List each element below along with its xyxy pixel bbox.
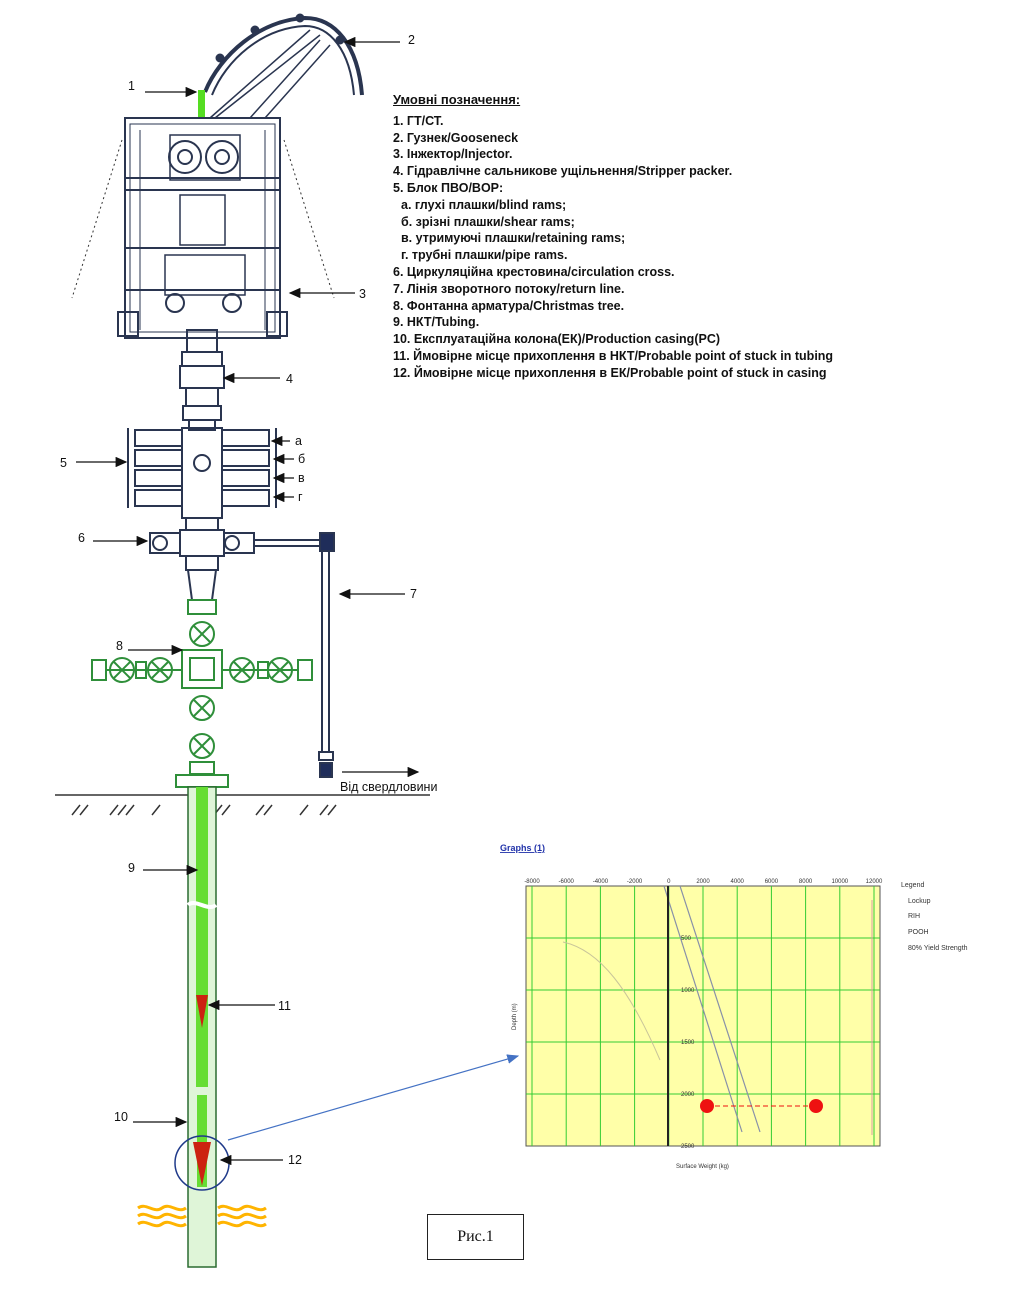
y-tick-labels: 500 1000 1500 2000 2500	[681, 936, 695, 1150]
legend-item-9: 9. НКТ/Tubing.	[393, 315, 480, 330]
ram-a-label: а	[295, 434, 302, 448]
legend-item-10: 10. Експлуатаційна колона(ЕК)/Production…	[393, 332, 721, 347]
christmas-tree	[91, 599, 313, 788]
x-tick-label: -2000	[627, 879, 643, 885]
legend-item-12: 12. Ймовірне місце прихоплення в ЕК/Prob…	[393, 365, 827, 380]
stuck-point-tubing	[196, 995, 208, 1028]
y-tick-label: 2500	[681, 1144, 695, 1150]
x-tick-label: 8000	[799, 879, 813, 885]
legend-item-2: 2. Гузнек/Gooseneck	[393, 130, 519, 145]
graphs-link[interactable]: Graphs (1)	[500, 843, 545, 853]
legend-item-1: 1. ГТ/СТ.	[393, 113, 444, 128]
x-tick-label: 2000	[696, 879, 710, 885]
return-line	[254, 532, 335, 778]
ram-v-label: в	[298, 471, 305, 485]
callout-arrows	[76, 36, 420, 1166]
graph-legend-rih: RIH	[908, 913, 920, 920]
x-tick-label: 12000	[866, 879, 883, 885]
x-tick-label: 6000	[765, 879, 779, 885]
x-tick-label: -8000	[524, 879, 540, 885]
marker-right	[809, 1099, 823, 1113]
graph-legend-pooh: POOH	[908, 929, 929, 936]
ram-g-label: г	[298, 490, 303, 504]
callout-2: 2	[408, 33, 415, 47]
ram-b-label: б	[298, 452, 305, 466]
curve-pooh	[679, 885, 761, 1133]
callout-9: 9	[128, 861, 135, 875]
legend-item-6: 6. Циркуляційна крестовина/circulation c…	[393, 264, 675, 279]
zoom-arrow	[227, 1054, 520, 1141]
graph-legend-title: Legend	[901, 882, 924, 889]
legend-item-5a: а. глухі плашки/blind rams;	[401, 197, 567, 212]
x-tick-labels: -8000 -6000 -4000 -2000 0 2000 4000 6000 8000 100…	[524, 879, 883, 885]
formation-flow	[137, 1204, 267, 1228]
callout-12: 12	[288, 1153, 302, 1167]
well-label: Від свердловини	[340, 780, 437, 794]
y-tick-label: 500	[681, 936, 692, 942]
callout-1: 1	[128, 79, 135, 93]
ground-line	[55, 794, 430, 816]
legend-item-3: 3. Інжектор/Injector.	[393, 147, 513, 162]
graph-legend-yield: 80% Yield Strength	[908, 945, 968, 952]
x-tick-label: -6000	[559, 879, 575, 885]
x-tick-label: 4000	[731, 879, 745, 885]
legend-item-8: 8. Фонтанна арматура/Christmas tree.	[393, 298, 625, 313]
curve-lockup	[562, 941, 661, 1061]
curve-rih	[663, 885, 743, 1133]
stuck-point-casing	[193, 1142, 211, 1186]
callout-10: 10	[114, 1110, 128, 1124]
injector	[117, 117, 288, 339]
x-tick-label: 10000	[831, 879, 848, 885]
callout-8: 8	[116, 639, 123, 653]
marker-left	[700, 1099, 714, 1113]
legend-item-5v: в. утримуючі плашки/retaining rams;	[401, 231, 626, 246]
callout-4: 4	[286, 372, 293, 386]
y-tick-label: 1000	[681, 988, 695, 994]
y-tick-label: 1500	[681, 1040, 695, 1046]
legend-item-5g: г. трубні плашки/pipe rams.	[401, 248, 568, 263]
plot-grid	[526, 886, 880, 1146]
callout-5: 5	[60, 456, 67, 470]
legend-item-5b: б. зрізні плашки/shear rams;	[401, 214, 575, 229]
legend-item-7: 7. Лінія зворотного потоку/return line.	[393, 281, 625, 296]
coiled-tubing	[198, 90, 205, 118]
gooseneck	[203, 13, 364, 119]
bop-stack	[127, 427, 277, 531]
inset-graph: Graphs (1) -8000 -6000 -4000 -2000 0 2000 4000…	[500, 843, 968, 1170]
legend-item-4: 4. Гідравлічне сальникове ущільнення/Str…	[393, 164, 733, 179]
stripper-packer	[179, 329, 225, 431]
legend-item-5: 5. Блок ПВО/BOP:	[393, 180, 504, 195]
callout-11: 11	[278, 999, 291, 1013]
y-axis-label: Depth (m)	[512, 1003, 518, 1030]
graph-legend-lockup: Lockup	[908, 898, 931, 905]
legend: Умовні позначення: 1. ГТ/СТ. 2. Гузнек/G…	[393, 92, 953, 382]
tubing	[186, 787, 218, 1187]
y-tick-label: 2000	[681, 1092, 695, 1098]
figure-caption: Рис.1	[427, 1214, 524, 1260]
circulation-cross	[149, 529, 255, 601]
legend-item-11: 11. Ймовірне місце прихоплення в НКТ/Pro…	[393, 348, 834, 363]
x-tick-label: 0	[667, 879, 671, 885]
legend-title: Умовні позначення:	[393, 92, 521, 107]
x-axis-label: Surface Weight (kg)	[676, 1164, 729, 1170]
callout-6: 6	[78, 531, 85, 545]
x-tick-label: -4000	[593, 879, 609, 885]
callout-7: 7	[410, 587, 417, 601]
callout-3: 3	[359, 287, 366, 301]
